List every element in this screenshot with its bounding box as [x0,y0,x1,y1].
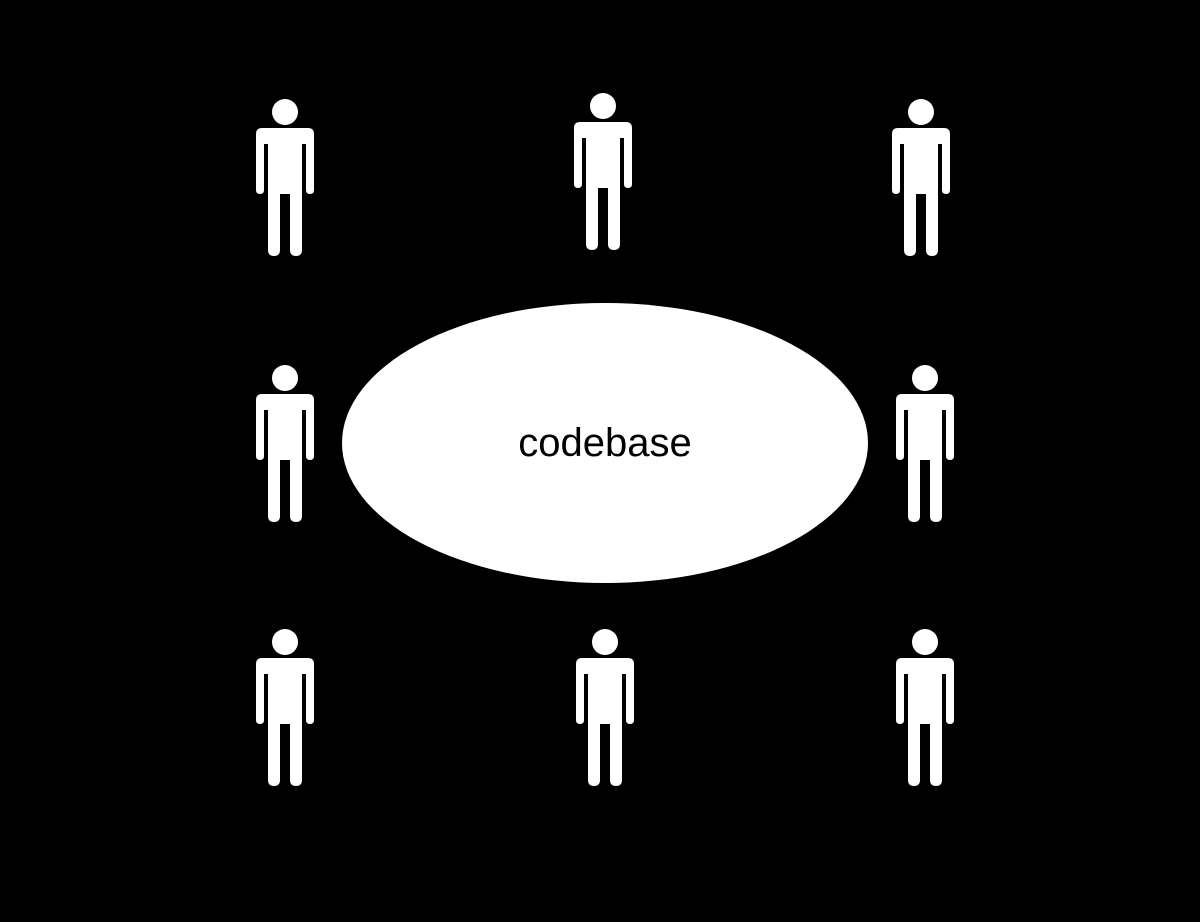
person-icon [254,364,316,524]
person-icon-shape [896,629,954,786]
person-icon [254,98,316,258]
person-icon-shape [896,365,954,522]
person-icon [890,98,952,258]
person-icon-shape [574,93,632,250]
person-icon-shape [892,99,950,256]
person-icon [894,364,956,524]
codebase-label: codebase [518,420,692,465]
person-icon-shape [256,99,314,256]
person-icon [894,628,956,788]
person-icon [574,628,636,788]
codebase-ellipse: codebase [342,303,868,583]
person-icon-shape [576,629,634,786]
person-icon [572,92,634,252]
person-icon-shape [256,365,314,522]
person-icon-shape [256,629,314,786]
person-icon [254,628,316,788]
